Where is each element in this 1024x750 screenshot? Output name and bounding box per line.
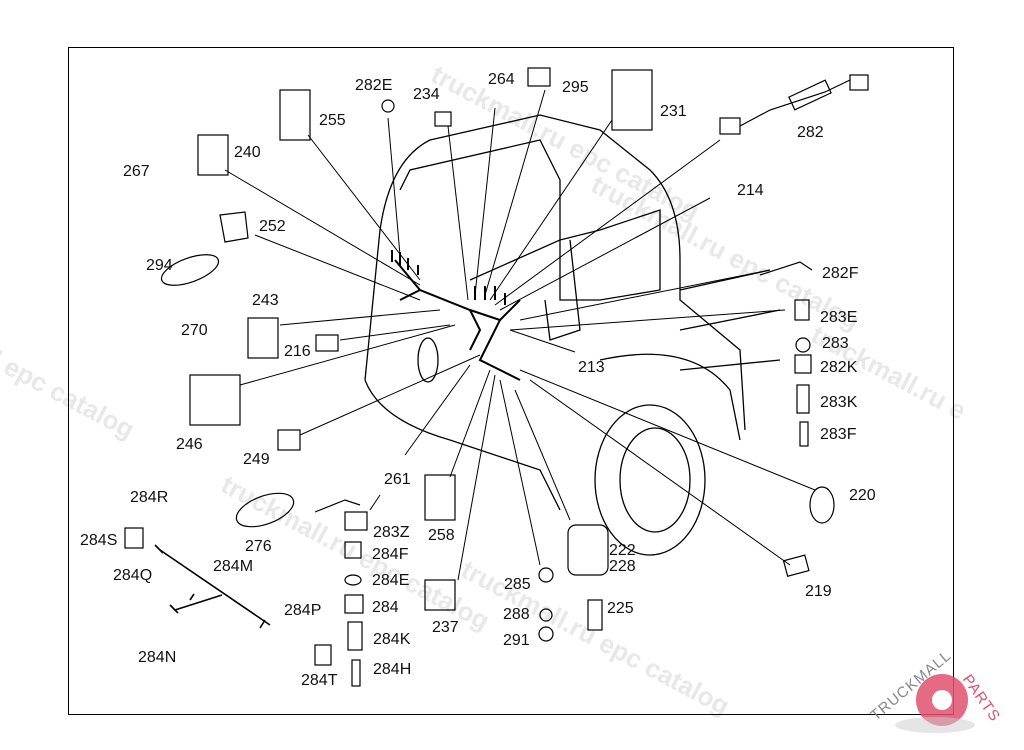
part-label: 283	[822, 335, 849, 352]
part-label: 283K	[820, 394, 858, 411]
logo-gear-icon	[895, 674, 975, 733]
part-label: 276	[245, 538, 272, 555]
part-label: 284E	[372, 572, 410, 589]
part-label: 284Q	[113, 567, 153, 584]
part-label: 282	[797, 124, 824, 141]
part-label: 283Z	[373, 524, 410, 541]
part-label: 294	[146, 257, 173, 274]
part-label: 219	[805, 583, 832, 600]
part-shapes	[124, 67, 869, 687]
part-label: 295	[562, 79, 589, 96]
part-label: 284M	[213, 558, 254, 575]
part-label: 234	[413, 86, 440, 103]
part-label: 283F	[820, 426, 857, 443]
wiring-harness	[391, 250, 521, 381]
part-label: 258	[428, 527, 455, 544]
part-label: 228	[609, 558, 636, 575]
part-label: 264	[488, 71, 515, 88]
part-label: 255	[319, 112, 346, 129]
part-label: 284P	[284, 602, 322, 619]
part-label: 285	[504, 576, 531, 593]
part-label: 237	[432, 619, 459, 636]
part-label: 284R	[130, 489, 169, 506]
part-label: 240	[234, 144, 261, 161]
part-label: 270	[181, 322, 208, 339]
part-label: 249	[243, 451, 270, 468]
cab-outline	[364, 114, 781, 556]
part-label: 216	[284, 343, 311, 360]
part-label: 284H	[373, 661, 412, 678]
part-label: 243	[252, 292, 279, 309]
part-label: 220	[849, 487, 876, 504]
part-label: 252	[259, 218, 286, 235]
part-label: 231	[660, 103, 687, 120]
diagram-frame	[68, 47, 954, 715]
part-label: 291	[503, 632, 530, 649]
part-label: 246	[176, 436, 203, 453]
part-label: 214	[737, 182, 764, 199]
part-label: 284N	[138, 649, 177, 666]
part-label: 288	[503, 606, 530, 623]
leader-lines	[224, 89, 816, 581]
part-label: 284S	[80, 532, 118, 549]
part-label: 284T	[301, 672, 338, 689]
part-label: 284K	[373, 631, 411, 648]
part-label: 282K	[820, 359, 858, 376]
part-label: 282F	[822, 265, 859, 282]
part-label: 284F	[372, 546, 409, 563]
part-label: 213	[578, 359, 605, 376]
part-label: 282E	[355, 77, 393, 94]
part-label: 283E	[820, 309, 858, 326]
part-label: 267	[123, 163, 150, 180]
harness-284m	[154, 544, 271, 629]
part-label: 222	[609, 542, 636, 559]
part-label: 261	[384, 471, 411, 488]
part-label: 225	[607, 600, 634, 617]
part-label: 284	[372, 599, 399, 616]
